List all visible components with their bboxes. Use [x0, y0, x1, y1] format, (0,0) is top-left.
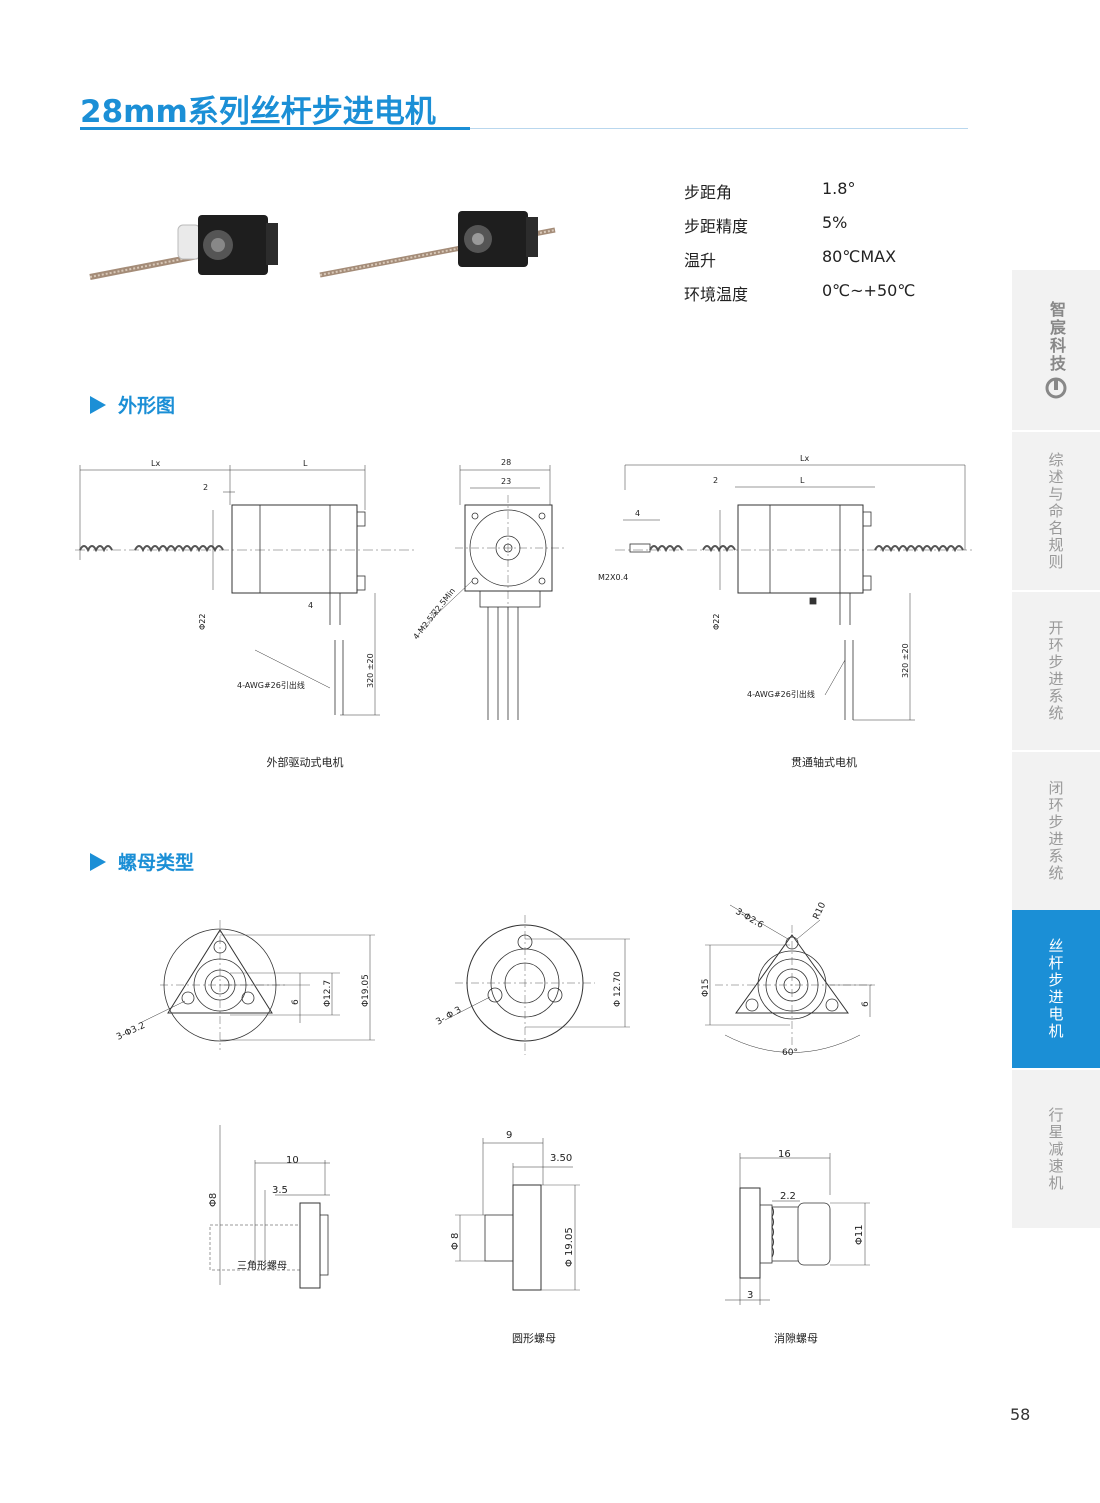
- brand-logo-icon: [1045, 377, 1067, 399]
- label-10: 10: [286, 1155, 299, 1166]
- anti-backlash-nut-front-drawing: [705, 904, 875, 1053]
- triangle-nut-front-drawing: [139, 920, 375, 1050]
- label-phi8: Φ8: [208, 1193, 219, 1207]
- label-4-1: 4: [308, 601, 313, 610]
- sidebar-tab-label: 开环步进系统: [1046, 620, 1065, 722]
- sidebar-brand: 智宸科技: [1012, 270, 1100, 430]
- section-title: 外形图: [118, 395, 176, 417]
- label-2-1: 2: [203, 483, 208, 492]
- spec-label-step-accuracy: 步距精度: [684, 217, 749, 236]
- page-number: 58: [1010, 1405, 1031, 1424]
- caption-round-nut: 圆形螺母: [512, 1332, 556, 1345]
- spec-value-ambient-temp: 0℃~+50℃: [822, 281, 916, 300]
- nut-drawings: 3-Φ3.2 Φ12.7 Φ19.05 6 3- Φ 3 Φ 12.70: [115, 901, 875, 1305]
- section-arrow-icon: [90, 852, 106, 871]
- anti-backlash-nut-side-drawing: [725, 1153, 870, 1305]
- label-6-1: 6: [291, 999, 301, 1005]
- label-r10: R10: [812, 901, 829, 922]
- round-nut-side-drawing: [455, 1138, 580, 1291]
- label-2-2: 2: [713, 476, 718, 485]
- page-title: 28mm系列丝杆步进电机: [80, 94, 436, 130]
- sidebar-tab-lead-screw[interactable]: 丝杆步进电机: [1012, 910, 1100, 1068]
- sidebar-nav: 智宸科技 综述与命名规则 开环步进系统 闭环步进系统 丝杆步进电机 行星减速机: [1012, 270, 1100, 1230]
- label-4-2: 4: [635, 509, 640, 518]
- outline-drawings: Lx L 2 4 Φ22 320 ±20 4-AWG#26引出线 28 23 4…: [75, 454, 975, 721]
- triangle-nut-side-drawing: [209, 1125, 330, 1289]
- label-phi1270: Φ 12.70: [613, 971, 623, 1007]
- caption-through-motor: 贯通轴式电机: [791, 756, 857, 769]
- label-6-2: 6: [861, 1001, 871, 1007]
- label-350: 3.50: [550, 1153, 572, 1164]
- label-3: 3: [747, 1290, 753, 1301]
- section-title: 螺母类型: [118, 852, 195, 874]
- label-lx-2: Lx: [800, 454, 809, 463]
- label-awg-1: 4-AWG#26引出线: [237, 680, 305, 690]
- label-tri-holes: 3-Φ3.2: [115, 1021, 147, 1043]
- label-phi11: Φ11: [854, 1224, 865, 1245]
- caption-anti-backlash-nut: 消隙螺母: [774, 1332, 818, 1345]
- title-rule: [470, 128, 968, 129]
- through-motor-drawing: [615, 464, 975, 721]
- spec-value-temp-rise: 80℃MAX: [822, 247, 897, 266]
- section-arrow-icon: [90, 395, 106, 414]
- label-tri-nut: 三角形螺母: [237, 1260, 287, 1272]
- section-heading-outline: 外形图: [90, 391, 175, 418]
- label-tri2-holes: 3-Φ2.6: [734, 907, 766, 931]
- label-phi1905: Φ19.05: [361, 974, 371, 1007]
- spec-label-step-angle: 步距角: [684, 183, 733, 202]
- label-phi127: Φ12.7: [323, 980, 333, 1007]
- sidebar-tab-overview[interactable]: 综述与命名规则: [1012, 432, 1100, 590]
- label-9: 9: [506, 1130, 512, 1141]
- label-28: 28: [501, 458, 511, 467]
- round-nut-front-drawing: [444, 915, 630, 1055]
- label-35: 3.5: [272, 1185, 288, 1196]
- label-22: 2.2: [780, 1191, 796, 1202]
- spec-label-ambient-temp: 环境温度: [684, 285, 749, 304]
- label-l-1: L: [303, 459, 308, 468]
- sidebar-tab-closed-loop[interactable]: 闭环步进系统: [1012, 752, 1100, 910]
- label-phi8b: Φ 8: [450, 1233, 461, 1250]
- label-m25: 4-M2.5深2.5Min: [411, 586, 457, 641]
- spec-label-temp-rise: 温升: [684, 251, 717, 270]
- label-lead-1: 320 ±20: [366, 653, 375, 688]
- label-l-2: L: [800, 476, 805, 485]
- caption-external-motor: 外部驱动式电机: [266, 756, 344, 769]
- label-phi22-1: Φ22: [198, 614, 207, 630]
- label-16: 16: [778, 1149, 791, 1160]
- motor-photo-external: [89, 215, 278, 280]
- label-awg-2: 4-AWG#26引出线: [747, 689, 815, 699]
- product-photos: [89, 211, 556, 280]
- label-phi15: Φ15: [701, 978, 711, 997]
- sidebar-tab-planetary[interactable]: 行星减速机: [1012, 1070, 1100, 1228]
- motor-photo-through: [319, 211, 556, 278]
- section-heading-nut-types: 螺母类型: [90, 848, 194, 875]
- label-lead-2: 320 ±20: [901, 643, 910, 678]
- label-phi22-2: Φ22: [712, 614, 721, 630]
- spec-value-step-angle: 1.8°: [822, 179, 856, 198]
- sidebar-tab-label: 综述与命名规则: [1046, 451, 1065, 571]
- sidebar-tab-open-loop[interactable]: 开环步进系统: [1012, 592, 1100, 750]
- label-phi1905b: Φ 19.05: [564, 1227, 575, 1267]
- label-lx-1: Lx: [151, 459, 160, 468]
- label-round-holes: 3- Φ 3: [435, 1005, 464, 1027]
- label-60deg: 60°: [782, 1048, 798, 1058]
- title-underline: [80, 127, 470, 130]
- front-view-drawing: [419, 465, 565, 720]
- sidebar-tab-label: 丝杆步进电机: [1046, 938, 1065, 1040]
- spec-value-step-accuracy: 5%: [822, 213, 848, 232]
- brand-name: 智宸科技: [1047, 301, 1066, 373]
- external-motor-drawing: [75, 465, 415, 716]
- label-23: 23: [501, 477, 511, 486]
- sidebar-tab-label: 行星减速机: [1046, 1106, 1065, 1192]
- sidebar-tab-label: 闭环步进系统: [1046, 780, 1065, 882]
- label-m2: M2X0.4: [598, 573, 628, 582]
